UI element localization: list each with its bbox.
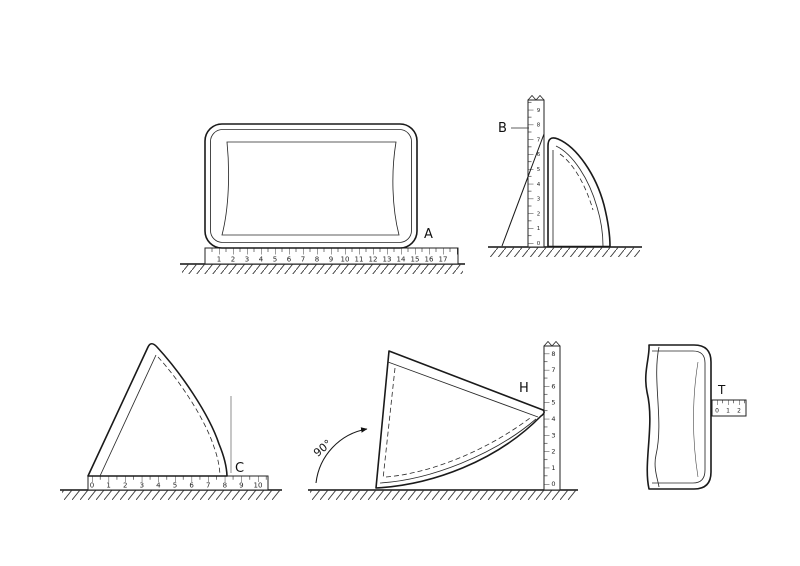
ruler-number: 10	[254, 482, 263, 490]
bucket-tilted-hidden-curve	[157, 356, 221, 477]
bucket-side-outline	[547, 137, 611, 248]
ruler-number: 3	[551, 431, 555, 439]
ruler-number: 7	[206, 482, 210, 490]
ruler-c-ticks	[88, 476, 268, 490]
ruler-b-break-edge	[527, 94, 545, 101]
ruler-number: 1	[106, 482, 110, 490]
ruler-number: 16	[425, 256, 434, 264]
ruler-number: 6	[551, 382, 555, 390]
wall-detail-inner-rim	[652, 350, 706, 484]
ruler-number: 2	[537, 211, 541, 217]
ruler-number: 0	[537, 241, 541, 247]
bucket-front-outer-outline	[204, 123, 418, 249]
ruler-number: 5	[537, 167, 541, 173]
figure-b: 0 1 2 3 4 5 6 7 8 9 B	[488, 94, 642, 257]
ruler-number: 9	[537, 108, 541, 114]
ruler-number: 8	[551, 350, 555, 358]
ruler-number: 3	[140, 482, 144, 490]
ruler-t-ticks	[712, 400, 746, 416]
ruler-number: 11	[355, 256, 364, 264]
ruler-number: 5	[173, 482, 177, 490]
ground-hatch	[62, 490, 280, 500]
ruler-number: 8	[223, 482, 227, 490]
ruler-number: 9	[239, 482, 243, 490]
ruler-h-break-edge	[543, 340, 561, 347]
break-line	[654, 346, 660, 488]
ruler-number: 0	[715, 408, 719, 415]
label-b: B	[498, 121, 507, 136]
leaning-edge-line	[501, 133, 545, 247]
ruler-number: 2	[231, 256, 235, 264]
ruler-number: 4	[156, 482, 161, 490]
bucket-side-inner-curve	[555, 145, 604, 247]
ruler-number: 7	[301, 256, 305, 264]
ruler-number: 7	[551, 366, 555, 374]
ruler-number: 7	[537, 137, 541, 143]
ruler-number: 3	[537, 197, 541, 203]
ground-hatch	[490, 247, 640, 257]
scoop-outline	[375, 350, 545, 489]
ruler-number: 0	[551, 480, 555, 488]
ruler-number: 13	[383, 256, 392, 264]
ruler-number: 5	[551, 399, 555, 407]
scoop-rim-inner-line	[387, 361, 539, 418]
scoop-hidden-back-edge	[382, 367, 396, 480]
label-c: C	[235, 461, 244, 476]
label-h: H	[519, 381, 529, 396]
ruler-number: 8	[315, 256, 319, 264]
ruler-number: 4	[551, 415, 555, 423]
ruler-number: 3	[245, 256, 249, 264]
label-a: A	[424, 227, 433, 242]
scoop-bottom-inner-line	[379, 418, 537, 484]
ruler-number: 9	[329, 256, 333, 264]
ruler-h-ticks	[544, 346, 560, 490]
figure-h: 0 1 2 3 4 5 6 7 8 90° H	[308, 340, 578, 500]
ruler-number: 17	[439, 256, 448, 264]
ruler-number: 6	[287, 256, 292, 264]
bucket-side-hidden-curve	[559, 153, 594, 211]
bucket-front-interior	[221, 141, 400, 236]
angle-label: 90°	[311, 437, 334, 459]
wall-detail-outer-outline	[644, 344, 712, 490]
ruler-number: 5	[273, 256, 277, 264]
ruler-number: 1	[551, 464, 555, 472]
bucket-tilted-outline	[87, 342, 228, 477]
ruler-number: 1	[217, 256, 221, 264]
scoop-hidden-bottom-curve	[385, 417, 531, 478]
ruler-number: 2	[551, 448, 555, 456]
ruler-number: 0	[90, 482, 94, 490]
ruler-number: 8	[537, 123, 541, 129]
ruler-number: 1	[726, 408, 730, 415]
ruler-a-ticks	[205, 248, 458, 264]
label-t: T	[717, 383, 726, 397]
bucket-front-inner-rim	[210, 129, 412, 243]
ruler-number: 4	[259, 256, 264, 264]
wall-detail-interior-curve	[693, 361, 699, 478]
ruler-c-numbers: 0 1 2 3 4 5 6 7 8 9 10	[90, 482, 263, 490]
ground-hatch	[310, 490, 576, 500]
ruler-number: 6	[537, 152, 541, 158]
ruler-number: 4	[537, 182, 541, 188]
ruler-b-numbers: 0 1 2 3 4 5 6 7 8 9	[537, 108, 541, 247]
ruler-number: 14	[397, 256, 406, 264]
ruler-h-numbers: 0 1 2 3 4 5 6 7 8	[551, 350, 555, 488]
bucket-tilted-inner-edge	[99, 354, 157, 477]
figure-c: 0 1 2 3 4 5 6 7 8 9 10 C	[60, 342, 282, 500]
ground-hatch	[182, 264, 463, 274]
ruler-number: 2	[737, 408, 741, 415]
ruler-number: 2	[123, 482, 127, 490]
ruler-number: 6	[189, 482, 194, 490]
ruler-number: 15	[411, 256, 420, 264]
ruler-number: 1	[537, 226, 541, 232]
ruler-number: 10	[341, 256, 350, 264]
ruler-b-ticks	[528, 100, 544, 247]
ruler-number: 12	[369, 256, 378, 264]
angle-arc-arrow	[315, 427, 368, 484]
